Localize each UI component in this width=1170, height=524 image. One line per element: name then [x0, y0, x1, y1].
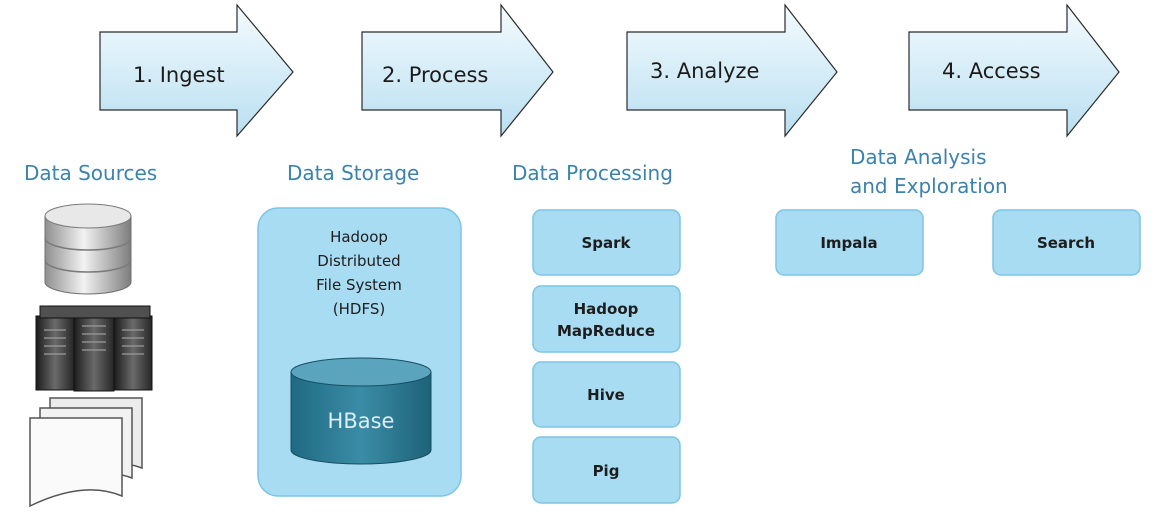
heading-data-analysis: Data Analysis: [850, 145, 987, 169]
stage-arrow-process: 2. Process: [361, 3, 554, 138]
analysis-label-impala: Impala: [820, 234, 877, 252]
processing-label-mapreduce: MapReduce: [557, 322, 655, 340]
processing-box-spark: Spark: [532, 209, 681, 276]
stage-label-ingest: 1. Ingest: [133, 63, 225, 87]
hdfs-title-line-1: Hadoop: [330, 228, 388, 246]
analysis-label-search: Search: [1037, 234, 1095, 252]
stage-arrow-ingest: 1. Ingest: [99, 3, 294, 138]
server-rack-icon: [35, 305, 153, 392]
hbase-label: HBase: [328, 409, 395, 433]
hbase-cylinder: HBase: [290, 357, 432, 465]
hdfs-title-line-4: (HDFS): [333, 300, 385, 318]
stage-label-access: 4. Access: [942, 59, 1041, 83]
heading-data-sources: Data Sources: [24, 161, 157, 185]
stage-label-analyze: 3. Analyze: [650, 59, 759, 83]
processing-label-pig: Pig: [593, 462, 620, 480]
stage-label-process: 2. Process: [382, 63, 488, 87]
analysis-box-impala: Impala: [775, 209, 924, 276]
processing-label-hadoop: Hadoop: [574, 300, 639, 318]
processing-box-hive: Hive: [532, 361, 681, 428]
stage-arrow-analyze: 3. Analyze: [626, 3, 838, 138]
processing-box-pig: Pig: [532, 436, 681, 504]
processing-label-spark: Spark: [581, 234, 631, 252]
hdfs-title-line-3: File System: [316, 276, 402, 294]
heading-data-storage: Data Storage: [287, 161, 419, 185]
stage-arrow-access: 4. Access: [908, 3, 1120, 138]
database-icon: [44, 203, 132, 295]
heading-data-processing: Data Processing: [512, 161, 673, 185]
heading-data-exploration: and Exploration: [850, 174, 1008, 198]
hdfs-storage-box: Hadoop Distributed File System (HDFS) HB…: [257, 207, 462, 497]
processing-label-hive: Hive: [587, 386, 625, 404]
analysis-box-search: Search: [992, 209, 1141, 276]
documents-icon: [29, 397, 143, 508]
hdfs-title-line-2: Distributed: [317, 252, 400, 270]
processing-box-mapreduce: Hadoop MapReduce: [532, 285, 681, 353]
